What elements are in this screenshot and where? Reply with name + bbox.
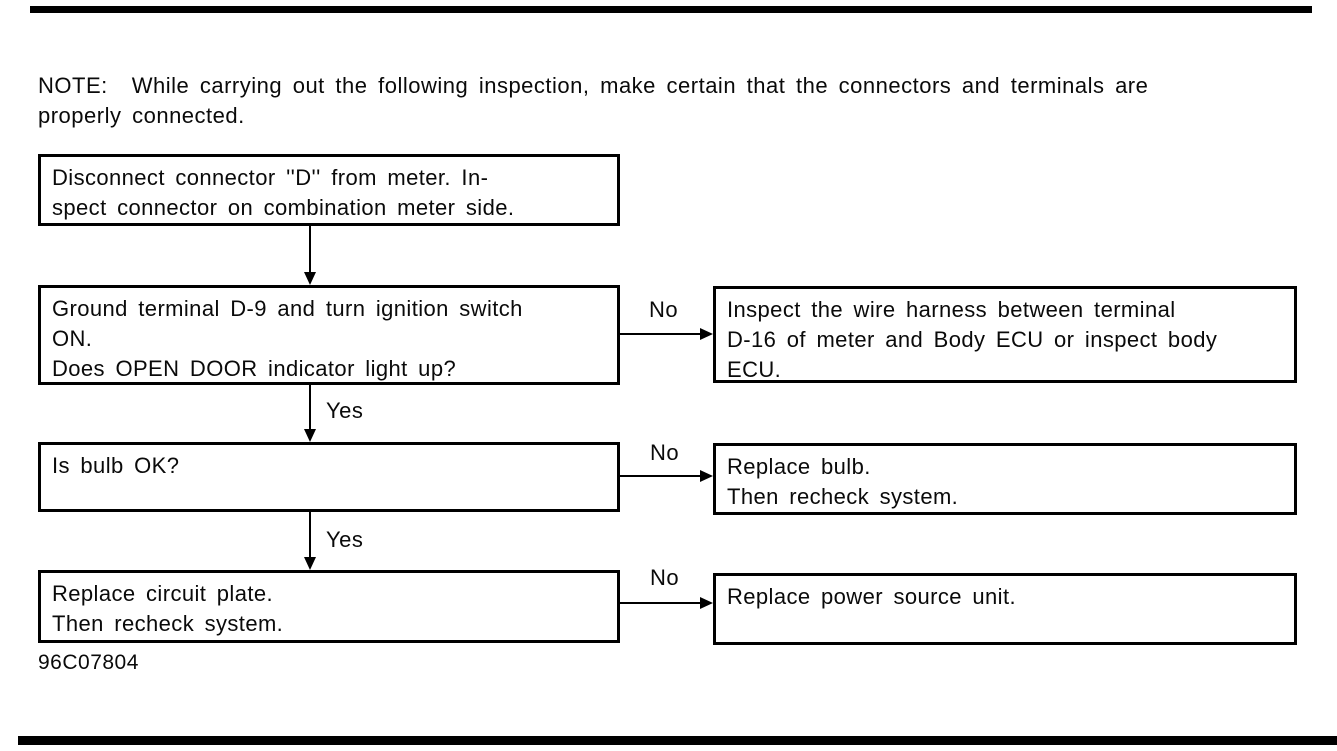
connector-line-step2-no bbox=[620, 333, 703, 335]
flow-box-line: Inspect the wire harness between termina… bbox=[727, 297, 1176, 322]
figure-code: 96C07804 bbox=[38, 651, 139, 674]
note: NOTE: While carrying out the following in… bbox=[38, 71, 1318, 131]
yes-label-2: Yes bbox=[326, 527, 364, 552]
flow-box-line: Then recheck system. bbox=[727, 484, 959, 509]
flow-box-line: Replace bulb. bbox=[727, 454, 871, 479]
arrow-right-icon bbox=[700, 328, 713, 340]
flow-box-is-bulb-ok: Is bulb OK? bbox=[38, 442, 620, 512]
flow-box-line: Then recheck system. bbox=[52, 611, 284, 636]
connector-line-step3-step4 bbox=[309, 512, 311, 559]
note-text-2: properly connected. bbox=[38, 103, 245, 128]
flow-box-disconnect-connector: Disconnect connector ''D'' from meter. I… bbox=[38, 154, 620, 226]
note-label: NOTE: bbox=[38, 73, 108, 98]
connector-line-step1-step2 bbox=[309, 226, 311, 275]
flow-box-line: ON. bbox=[52, 326, 93, 351]
flow-box-replace-bulb: Replace bulb. Then recheck system. bbox=[713, 443, 1297, 515]
flow-box-line: ECU. bbox=[727, 357, 782, 382]
arrow-right-icon bbox=[700, 470, 713, 482]
flow-box-line: D-16 of meter and Body ECU or inspect bo… bbox=[727, 327, 1218, 352]
flow-box-ground-terminal: Ground terminal D-9 and turn ignition sw… bbox=[38, 285, 620, 385]
connector-line-step2-step3 bbox=[309, 385, 311, 432]
no-label-2: No bbox=[650, 440, 680, 465]
arrow-down-icon bbox=[304, 272, 316, 285]
flow-box-line: Replace power source unit. bbox=[727, 584, 1016, 609]
note-line-1: NOTE: While carrying out the following in… bbox=[38, 71, 1318, 101]
flow-box-replace-power-source-unit: Replace power source unit. bbox=[713, 573, 1297, 645]
note-text-1: While carrying out the following inspect… bbox=[131, 73, 1149, 98]
bottom-rule bbox=[18, 736, 1337, 745]
flow-box-line: Does OPEN DOOR indicator light up? bbox=[52, 356, 457, 381]
flow-box-replace-circuit-plate: Replace circuit plate. Then recheck syst… bbox=[38, 570, 620, 643]
no-label-1: No bbox=[649, 297, 679, 322]
connector-line-step3-no bbox=[620, 475, 703, 477]
flow-box-line: spect connector on combination meter sid… bbox=[52, 195, 515, 220]
top-rule bbox=[30, 6, 1312, 13]
connector-line-step4-no bbox=[620, 602, 703, 604]
flow-box-line: Disconnect connector ''D'' from meter. I… bbox=[52, 165, 489, 190]
flow-box-inspect-wire-harness: Inspect the wire harness between termina… bbox=[713, 286, 1297, 383]
flow-box-line: Replace circuit plate. bbox=[52, 581, 274, 606]
flow-box-line: Ground terminal D-9 and turn ignition sw… bbox=[52, 296, 523, 321]
arrow-right-icon bbox=[700, 597, 713, 609]
flow-box-line: Is bulb OK? bbox=[52, 453, 180, 478]
arrow-down-icon bbox=[304, 557, 316, 570]
arrow-down-icon bbox=[304, 429, 316, 442]
yes-label-1: Yes bbox=[326, 398, 364, 423]
no-label-3: No bbox=[650, 565, 680, 590]
